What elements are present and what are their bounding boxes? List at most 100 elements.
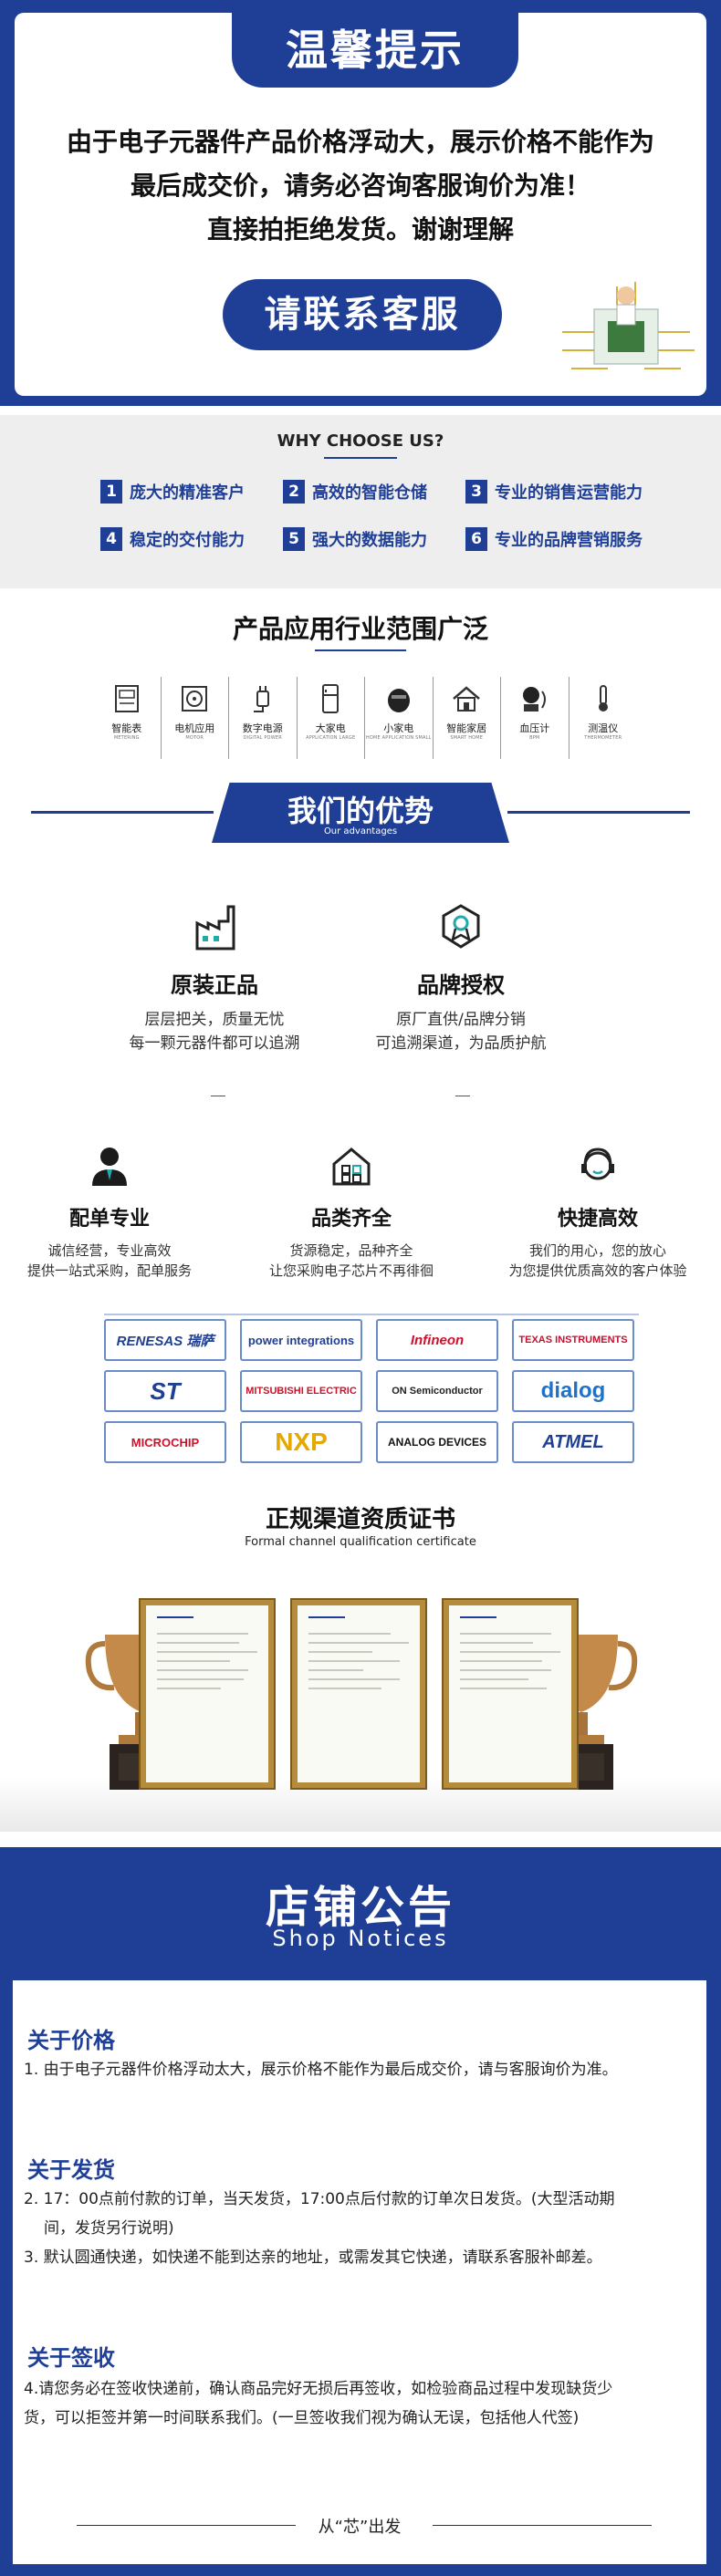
industry-label-en: THERMOMETER — [584, 735, 622, 741]
why-number: 6 — [465, 527, 487, 551]
price-heading: 关于价格 — [27, 2028, 115, 2053]
factory-icon — [195, 905, 235, 950]
brand-logo: MITSUBISHI ELECTRIC — [240, 1370, 362, 1412]
brand-name: MITSUBISHI ELECTRIC — [246, 1386, 357, 1397]
cert-line — [308, 1669, 363, 1671]
brand-logo: ATMEL — [512, 1421, 634, 1463]
thermometer-icon — [598, 685, 608, 712]
contact-service-button[interactable]: 请联系客服 — [223, 279, 502, 350]
certificates-subtitle: Formal channel qualification certificate — [245, 1535, 476, 1549]
cert-line — [308, 1678, 400, 1680]
meter-icon — [114, 685, 139, 712]
industry-label: 血压计 — [519, 722, 550, 734]
footer-line-right — [433, 2525, 652, 2526]
feature-title: 原装正品 — [171, 972, 258, 998]
industry-label: 数字电源 — [242, 722, 283, 734]
banner-card: 温馨提示 由于电子元器件产品价格浮动大，展示价格不能作为 最后成交价，请务必咨询… — [15, 13, 706, 396]
cert-line — [157, 1669, 248, 1671]
shipping-line: 间，发货另行说明) — [44, 2219, 174, 2238]
industry-label: 测温仪 — [588, 722, 619, 734]
service-icon — [581, 1148, 614, 1180]
why-number: 5 — [283, 527, 305, 551]
why-underline — [324, 457, 397, 459]
industries-underline — [315, 649, 406, 651]
banner-line-1: 由于电子元器件产品价格浮动大，展示价格不能作为 — [66, 127, 654, 157]
brands-divider — [104, 1314, 639, 1315]
notices-title: 店铺公告 — [265, 1882, 455, 1933]
advantages-divider — [31, 811, 690, 814]
feature-desc-line: 货源稳定，品种齐全 — [289, 1242, 413, 1259]
feature-desc-line: 我们的用心，您的放心 — [528, 1242, 666, 1259]
brand-logo: dialog — [512, 1370, 634, 1412]
cert-line — [460, 1688, 547, 1689]
signing-text: 4.请您务必在签收快递前，确认商品完好无损后再签收，如检验商品过程中发现缺货少 … — [24, 2374, 699, 2433]
banner-line-2: 最后成交价，请务必咨询客服询价为准！ — [130, 171, 590, 201]
industries-title: 产品应用行业范围广泛 — [232, 614, 488, 644]
signing-line: 货，可以拒签并第一时间联系我们。(一旦签收我们视为确认无误，包括他人代签) — [24, 2409, 580, 2427]
certificate-paper — [449, 1605, 571, 1782]
industry-label-en: DIGITAL POWER — [243, 735, 282, 741]
industry-label-en: MOTOR — [185, 735, 204, 741]
industry-label-en: APPLICATION LARGE — [306, 735, 356, 741]
bpm-icon — [522, 687, 546, 712]
footer-line-left — [77, 2525, 296, 2526]
advantages-subtitle: Our advantages — [323, 826, 398, 836]
feature-desc: 诚信经营，专业高效提供一站式采购，配单服务 — [0, 1241, 219, 1281]
feature-desc-line: 可追溯渠道，为品质护航 — [375, 1034, 547, 1053]
industry-item: 电机应用 MOTOR — [162, 677, 229, 759]
why-number: 1 — [100, 480, 122, 504]
feature-desc: 货源稳定，品种齐全让您采购电子芯片不再徘徊 — [242, 1241, 461, 1281]
cert-line — [460, 1669, 551, 1671]
shop-notices-section: 店铺公告 Shop Notices 关于价格 1. 由于电子元器件价格浮动太大，… — [0, 1847, 721, 2576]
footer-slogan: 从“芯”出发 — [318, 2518, 402, 2537]
feature-title: 配单专业 — [68, 1208, 150, 1231]
why-label: 高效的智能仓储 — [312, 483, 427, 503]
cert-line — [157, 1642, 239, 1644]
brand-logo: power integrations — [240, 1319, 362, 1361]
fridge-icon — [322, 684, 340, 713]
certificate-paper — [146, 1605, 268, 1782]
brand-name: RENESAS 瑞萨 — [116, 1333, 214, 1349]
industry-label-en: HOME APPLICATION SMALL — [365, 735, 432, 741]
feature-professional: 配单专业 诚信经营，专业高效提供一站式采购，配单服务 — [0, 1144, 219, 1281]
feature-genuine: 原装正品 层层把关，质量无忧每一颗元器件都可以追溯 — [87, 903, 342, 1055]
industry-label-en: METERING — [113, 735, 140, 741]
award-icon — [442, 904, 480, 949]
brand-name: Infineon — [410, 1332, 465, 1348]
notice-banner: 温馨提示 由于电子元器件产品价格浮动大，展示价格不能作为 最后成交价，请务必咨询… — [0, 0, 721, 406]
industry-item: 智能表 METERING — [93, 677, 162, 759]
feature-desc-line: 原厂直供/品牌分销 — [396, 1011, 526, 1029]
cert-line — [308, 1660, 400, 1662]
why-label: 专业的销售运营能力 — [495, 483, 643, 503]
brand-name: ATMEL — [542, 1431, 604, 1452]
brand-name: ST — [150, 1376, 181, 1405]
brand-logo: NXP — [240, 1421, 362, 1463]
certificate-frame — [139, 1598, 276, 1790]
industry-label: 智能表 — [111, 722, 142, 734]
industry-item: 测温仪 THERMOMETER — [569, 677, 638, 759]
cert-line — [157, 1660, 230, 1662]
cert-line — [308, 1688, 381, 1689]
chip-illustration-icon — [562, 282, 695, 369]
industries-row: 智能表 METERING 电机应用 MOTOR 数字电源 DIGITAL POW… — [93, 677, 637, 759]
cert-line — [460, 1651, 560, 1653]
price-text: 1. 由于电子元器件价格浮动太大，展示价格不能作为最后成交价，请与客服询价为准。 — [24, 2061, 618, 2079]
why-label: 稳定的交付能力 — [130, 531, 245, 550]
industry-label: 电机应用 — [174, 722, 215, 734]
house-grid-icon — [332, 1148, 371, 1186]
industry-label-en: BPM — [529, 735, 540, 741]
certificate-paper — [298, 1605, 420, 1782]
brand-name: MICROCHIP — [131, 1435, 200, 1449]
divider-left — [31, 811, 214, 814]
cert-line — [157, 1651, 257, 1653]
feature-brand-auth: 品牌授权 原厂直供/品牌分销可追溯渠道，为品质护航 — [333, 903, 589, 1055]
feature-desc-line: 让您采购电子芯片不再徘徊 — [268, 1262, 434, 1279]
certificate-frame — [442, 1598, 579, 1790]
feature-title: 品牌授权 — [417, 972, 505, 998]
certificates-display — [0, 1562, 721, 1832]
feature-title: 品类齐全 — [310, 1208, 392, 1231]
